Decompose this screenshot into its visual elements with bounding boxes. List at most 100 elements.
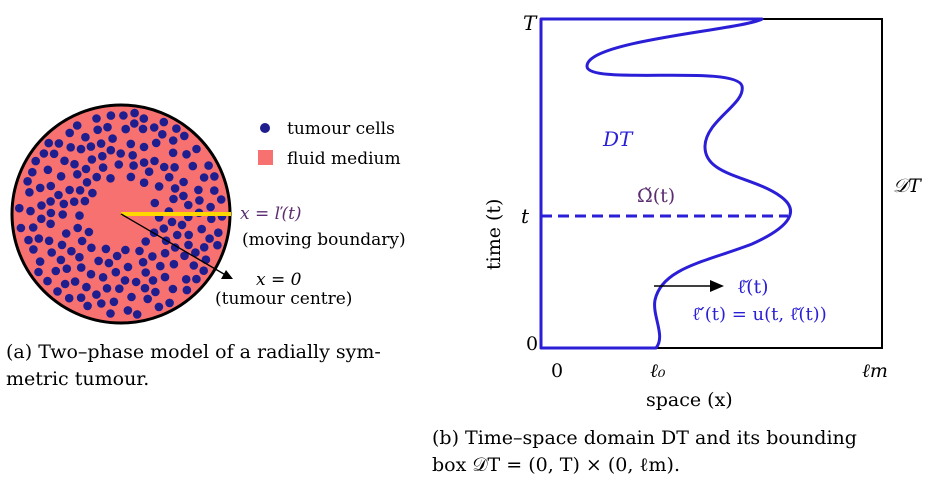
tumour-cell [184, 240, 193, 250]
tumour-cell [92, 114, 101, 123]
tumour-cell [148, 276, 158, 285]
domain-boundary-curve [539, 17, 792, 350]
tumour-cell [126, 139, 136, 149]
tumour-cell [139, 114, 149, 123]
tumour-cell [172, 124, 181, 133]
centre-arrow [120, 213, 230, 278]
tumour-cell [98, 163, 108, 172]
tumour-cell [108, 134, 117, 143]
tumour-cell [102, 284, 112, 293]
boundary-label: x = ľ(t) [240, 204, 302, 224]
tumour-cell [180, 251, 189, 261]
tumour-cell [87, 155, 97, 164]
tumour-cell [127, 292, 136, 302]
tumour-cell [46, 208, 56, 218]
tumour-cell [87, 243, 96, 253]
tumour-cell [72, 121, 82, 130]
tumour-cell [151, 287, 160, 297]
tumour-cell [24, 235, 33, 245]
tumour-cell [168, 148, 178, 158]
tumour-cell [121, 124, 130, 134]
t-mid-label: t [521, 204, 530, 228]
caption-b-line1: (b) Time–space domain DT and its boundin… [432, 427, 857, 449]
tumour-cell [132, 310, 142, 319]
tumour-cell [62, 264, 72, 274]
tumour-cell [115, 284, 124, 294]
tumour-cell [35, 257, 45, 266]
tumour-cell [168, 136, 178, 145]
tumour-cell [57, 240, 67, 250]
t-top-label: T [523, 11, 538, 35]
tumour-cell [44, 236, 54, 246]
tumour-cell [210, 186, 219, 195]
tumour-cell [138, 124, 148, 134]
tumour-cell [199, 173, 209, 182]
tumour-cell [182, 285, 192, 295]
tumour-cell [106, 111, 116, 120]
ode-label: ℓ̌′(t) = u(t, ℓ̌(t)) [692, 304, 827, 325]
tumour-cell [37, 214, 46, 224]
tumour-cell [37, 201, 46, 210]
tumour-cell [98, 151, 107, 161]
tumour-cell [195, 196, 204, 205]
tumour-cell [214, 228, 223, 237]
tumour-cell [181, 275, 191, 284]
centre-note: (tumour centre) [215, 289, 352, 309]
tumour-cell [86, 269, 96, 279]
tumour-cell [172, 230, 182, 240]
centre-label: x = 0 [256, 270, 302, 290]
tumour-cell [56, 255, 66, 265]
tumour-cell [182, 150, 191, 159]
boundary-note: (moving boundary) [242, 230, 406, 250]
tumour-cell [114, 160, 124, 169]
tumour-cell [60, 279, 70, 289]
tumour-cell [51, 266, 61, 276]
tumour-cell [192, 274, 201, 284]
tumour-cell [216, 195, 226, 204]
panel-b: T t 0 0 ℓ₀ ℓm DT 𝒟T Ω̌(t) ℓ̌(t) ℓ̌′(t) =… [483, 11, 922, 411]
tumour-cell [26, 206, 35, 216]
tumour-cell [101, 244, 111, 254]
tumour-cell [123, 262, 133, 272]
tumour-cell [81, 132, 90, 142]
tumour-cell [86, 142, 96, 151]
tumour-cell [158, 130, 167, 139]
tumour-cell [205, 234, 214, 243]
tumour-cell [130, 119, 139, 128]
tumour-cell [47, 248, 56, 257]
tumour-cell [179, 191, 188, 201]
tumour-cell [77, 236, 87, 246]
tumour-cell [31, 156, 40, 166]
tumour-cell [70, 159, 79, 169]
tumour-cell [54, 139, 64, 148]
tumour-cell [138, 257, 148, 267]
tumour-cell [103, 122, 112, 132]
tumour-cell [66, 143, 75, 152]
x-lm-label: ℓm [862, 360, 888, 382]
tumour-cell [84, 227, 94, 237]
tumour-cell [53, 287, 62, 296]
tumour-cell [49, 149, 59, 159]
tumour-cell [67, 246, 76, 256]
tumour-cell [76, 144, 86, 154]
tumour-cell [188, 161, 198, 171]
tumour-cell [151, 138, 161, 148]
tumour-cell [210, 172, 219, 181]
tumour-cell [34, 267, 43, 277]
tumour-cell [168, 284, 178, 294]
tumour-cell [131, 277, 141, 287]
tumour-cell [44, 138, 53, 148]
tumour-cells [14, 108, 227, 319]
tumour-cell [93, 125, 102, 135]
tumour-cell [76, 293, 86, 303]
tumour-cell [148, 252, 157, 261]
tumour-cell [139, 158, 149, 167]
x-l0-label: ℓ₀ [650, 360, 666, 382]
tumour-cell [29, 245, 38, 254]
tumour-cell [199, 266, 208, 276]
tumour-cell [150, 198, 160, 208]
caption-a-line1: (a) Two–phase model of a radially sym- [6, 341, 381, 363]
tumour-cell [159, 224, 169, 233]
tumour-cell [16, 223, 26, 233]
tumour-cell [92, 172, 101, 182]
